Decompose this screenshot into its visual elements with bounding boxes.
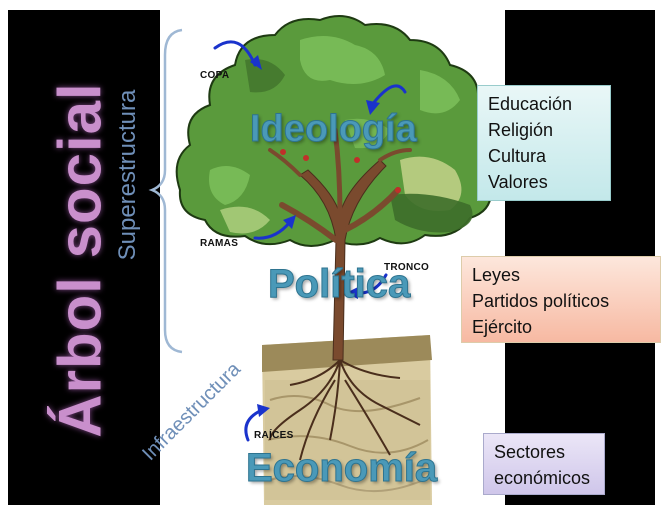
politics-label: Política xyxy=(267,262,411,307)
superstructure-label: Superestructura xyxy=(114,89,141,261)
ideology-item: Valores xyxy=(488,172,548,192)
pointer-arrows xyxy=(213,40,407,442)
politics-box: Leyes Partidos políticos Ejército xyxy=(461,256,661,343)
copa-arrow xyxy=(213,40,257,67)
economy-item: Sectores xyxy=(494,442,566,462)
economy-label: Economía xyxy=(245,446,438,491)
politics-item: Partidos políticos xyxy=(472,291,610,311)
ideology-label: Ideología xyxy=(250,108,418,151)
canopy-arrow xyxy=(370,84,407,107)
politics-item: Ejército xyxy=(472,317,533,337)
superstructure-brace xyxy=(148,28,183,354)
ideology-item: Cultura xyxy=(488,146,547,166)
ideology-item: Educación xyxy=(488,94,573,114)
ramas-arrow xyxy=(253,220,292,240)
raices-label: RAÍCES xyxy=(254,430,294,441)
politics-item: Leyes xyxy=(472,265,521,285)
slide-title: Árbol social xyxy=(46,82,114,438)
left-black-panel xyxy=(8,10,160,505)
tronco-arrow xyxy=(353,273,388,295)
ideology-box: Educación Religión Cultura Valores xyxy=(477,85,611,201)
ideology-item: Religión xyxy=(488,120,554,140)
economy-item: económicos xyxy=(494,468,591,488)
ramas-label: RAMAS xyxy=(200,238,239,249)
economy-box: Sectores económicos xyxy=(483,433,605,495)
roots xyxy=(269,359,421,461)
tronco-label: TRONCO xyxy=(384,262,430,273)
trunk-and-branches xyxy=(268,127,412,361)
copa-label: COPA xyxy=(200,70,230,81)
